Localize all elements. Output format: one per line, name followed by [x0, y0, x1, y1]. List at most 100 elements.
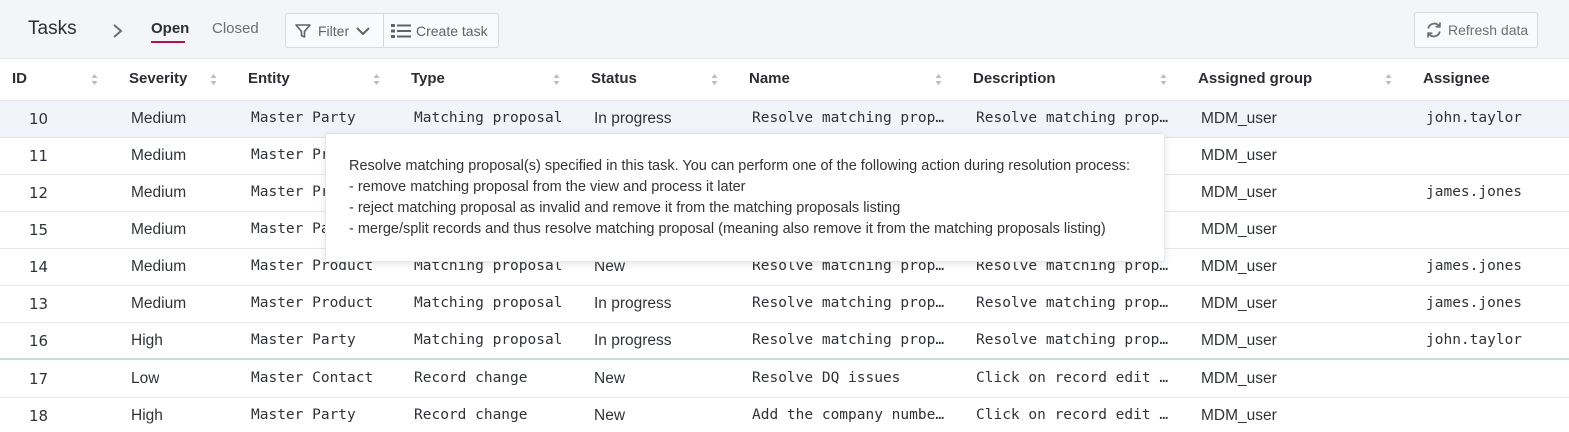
cell-name: Add the company numbe…	[752, 407, 945, 423]
cell-status: New	[594, 370, 626, 387]
cell-type: Matching proposal	[414, 332, 563, 348]
tooltip-line: - merge/split records and thus resolve m…	[349, 221, 1106, 237]
cell-status: In progress	[594, 332, 672, 349]
cell-assignee: john.taylor	[1426, 110, 1523, 126]
table-row[interactable]: 10 Medium Master Party Matching proposal…	[0, 101, 1569, 138]
active-tab-indicator	[151, 41, 185, 43]
cell-assigned-group: MDM_user	[1201, 110, 1277, 127]
column-header-status[interactable]: Status	[591, 70, 637, 87]
cell-id: 10	[29, 110, 49, 128]
sort-icon[interactable]	[1385, 73, 1392, 86]
cell-type: Matching proposal	[414, 295, 563, 311]
table-row[interactable]: 17 Low Master Contact Record change New …	[0, 361, 1569, 398]
sort-icon[interactable]	[1160, 73, 1167, 86]
cell-name: Resolve matching prop…	[752, 332, 945, 348]
refresh-data-button[interactable]: Refresh data	[1414, 12, 1538, 48]
cell-id: 15	[29, 221, 49, 239]
cell-id: 12	[29, 184, 49, 202]
chevron-right-icon	[113, 24, 123, 38]
toolbar-divider	[383, 14, 384, 47]
cell-severity: High	[131, 407, 163, 424]
list-icon	[391, 23, 411, 38]
refresh-icon	[1427, 22, 1441, 38]
table-row[interactable]: 13 Medium Master Product Matching propos…	[0, 286, 1569, 323]
cell-assignee: james.jones	[1426, 295, 1523, 311]
toolbar: Filter Create task	[285, 13, 499, 48]
cell-id: 18	[29, 407, 49, 425]
cell-name: Resolve DQ issues	[752, 370, 901, 386]
cell-severity: Medium	[131, 295, 187, 312]
create-task-label: Create task	[416, 22, 488, 39]
cell-description: Resolve matching prop…	[976, 332, 1169, 348]
cell-type: Record change	[414, 407, 528, 423]
sort-icon[interactable]	[91, 73, 98, 86]
page-title: Tasks	[28, 18, 77, 39]
cell-type: Matching proposal	[414, 258, 563, 274]
cell-assigned-group: MDM_user	[1201, 221, 1277, 238]
table-row[interactable]: 16 High Master Party Matching proposal I…	[0, 323, 1569, 360]
column-header-name[interactable]: Name	[749, 70, 790, 87]
cell-assignee: john.taylor	[1426, 332, 1523, 348]
cell-entity: Master Party	[251, 332, 356, 348]
tooltip-line: Resolve matching proposal(s) specified i…	[349, 158, 1131, 174]
cell-assigned-group: MDM_user	[1201, 258, 1277, 275]
cell-name: Resolve matching prop…	[752, 295, 945, 311]
cell-id: 11	[29, 147, 49, 165]
cell-severity: Low	[131, 370, 160, 387]
table-row[interactable]: 18 High Master Party Record change New A…	[0, 398, 1569, 432]
cell-entity: Master Product	[251, 258, 374, 274]
tab-open[interactable]: Open	[151, 20, 190, 37]
cell-id: 17	[29, 370, 49, 388]
cell-assigned-group: MDM_user	[1201, 407, 1277, 424]
filter-button-label: Filter	[318, 22, 350, 39]
sort-icon[interactable]	[711, 73, 718, 86]
cell-name: Resolve matching prop…	[752, 110, 945, 126]
column-header-type[interactable]: Type	[411, 70, 445, 87]
tab-closed[interactable]: Closed	[212, 20, 259, 37]
column-header-entity[interactable]: Entity	[248, 70, 290, 87]
cell-entity: Master Contact	[251, 370, 374, 386]
tooltip-line: - reject matching proposal as invalid an…	[349, 200, 901, 216]
create-task-button[interactable]: Create task	[390, 14, 498, 47]
column-header-assignee[interactable]: Assignee	[1423, 70, 1490, 87]
cell-severity: High	[131, 332, 163, 349]
cell-status: In progress	[594, 295, 672, 312]
cell-description: Resolve matching prop…	[976, 258, 1169, 274]
cell-assigned-group: MDM_user	[1201, 295, 1277, 312]
column-header-description[interactable]: Description	[973, 70, 1056, 87]
top-bar: Tasks Open Closed Filter Create	[0, 0, 1569, 59]
cell-entity: Master Party	[251, 110, 356, 126]
cell-assigned-group: MDM_user	[1201, 147, 1277, 164]
sort-icon[interactable]	[935, 73, 942, 86]
cell-id: 13	[29, 295, 49, 313]
refresh-data-label: Refresh data	[1448, 22, 1529, 38]
cell-entity: Master Pr	[251, 184, 330, 200]
cell-id: 16	[29, 332, 49, 350]
sort-icon[interactable]	[553, 73, 560, 86]
cell-type: Matching proposal	[414, 110, 563, 126]
cell-severity: Medium	[131, 147, 187, 164]
cell-severity: Medium	[131, 221, 187, 238]
cell-entity: Master Pr	[251, 147, 330, 163]
filter-icon	[295, 23, 311, 38]
cell-entity: Master Party	[251, 407, 356, 423]
cell-type: Record change	[414, 370, 528, 386]
cell-description: Resolve matching prop…	[976, 110, 1169, 126]
cell-severity: Medium	[131, 258, 187, 275]
filter-button[interactable]: Filter	[294, 14, 382, 47]
cell-description: Click on record edit …	[976, 370, 1169, 386]
cell-status: In progress	[594, 110, 672, 127]
cell-description: Click on record edit …	[976, 407, 1169, 423]
cell-status: New	[594, 258, 626, 275]
sort-icon[interactable]	[373, 73, 380, 86]
cell-assigned-group: MDM_user	[1201, 184, 1277, 201]
column-header-assigned-group[interactable]: Assigned group	[1198, 70, 1313, 87]
cell-entity: Master Pa	[251, 221, 330, 237]
cell-id: 14	[29, 258, 49, 276]
column-header-id[interactable]: ID	[12, 70, 27, 87]
sort-icon[interactable]	[210, 73, 217, 86]
column-header-severity[interactable]: Severity	[129, 70, 188, 87]
cell-assignee: james.jones	[1426, 258, 1523, 274]
cell-status: New	[594, 407, 626, 424]
tooltip-line: - remove matching proposal from the view…	[349, 179, 746, 195]
